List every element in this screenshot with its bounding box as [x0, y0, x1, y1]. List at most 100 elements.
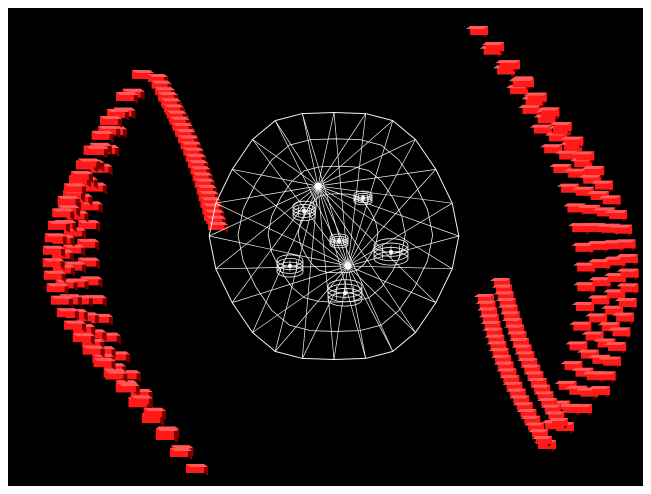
- left-detector-block: [170, 448, 192, 460]
- wireframe-spoke: [347, 113, 367, 267]
- wireframe-spoke: [215, 202, 349, 267]
- wireframe-spoke: [317, 169, 436, 187]
- left-detector-block: [50, 295, 73, 308]
- left-detector-block: [91, 130, 114, 143]
- wireframe-spoke: [317, 185, 416, 333]
- wireframe-spoke: [317, 185, 367, 359]
- right-detector-block: [569, 321, 592, 334]
- render-viewport: [8, 8, 643, 486]
- left-detector-block: [208, 222, 228, 233]
- right-detector-block: [610, 224, 633, 237]
- left-detector-block: [156, 428, 178, 440]
- right-detector-block: [532, 436, 552, 447]
- left-detector-block: [72, 333, 95, 346]
- wireframe-spoke: [333, 265, 349, 360]
- right-detector-block: [498, 60, 520, 72]
- wireframe-spoke: [252, 139, 349, 267]
- right-detector-block: [573, 282, 596, 295]
- left-detector-block: [64, 320, 87, 333]
- right-detector-block: [572, 151, 595, 164]
- left-detector-block: [56, 308, 79, 321]
- left-detector-block: [77, 238, 100, 251]
- wireframe-spoke: [347, 265, 453, 270]
- right-detector-block: [540, 144, 563, 157]
- left-detector-block: [82, 345, 105, 358]
- right-detector-block: [517, 358, 538, 369]
- left-detector-block: [70, 170, 93, 183]
- inclusion-cylinder: [292, 200, 316, 222]
- right-detector-block: [466, 26, 488, 38]
- wireframe-spoke: [347, 265, 367, 359]
- right-detector-block: [615, 254, 638, 266]
- left-detector-block: [78, 158, 101, 171]
- left-detector-block: [86, 146, 108, 158]
- wireframe-spoke: [347, 235, 459, 267]
- left-detector-array: [42, 70, 228, 476]
- wireframe-spoke: [317, 120, 394, 187]
- right-detector-block: [548, 418, 568, 429]
- left-detector-block: [52, 208, 75, 221]
- left-detector-block: [106, 108, 129, 121]
- cylinder-ring: [267, 165, 406, 303]
- right-detector-block: [482, 42, 504, 54]
- right-detector-block: [497, 304, 518, 316]
- right-detector-block: [561, 136, 584, 149]
- right-detector-block: [614, 298, 637, 310]
- right-detector-block: [549, 122, 572, 134]
- wireframe-spoke: [301, 185, 319, 359]
- right-detector-block: [599, 356, 622, 369]
- left-detector-block: [42, 245, 65, 258]
- wireframe-spoke: [231, 169, 349, 267]
- right-detector-block: [582, 166, 605, 178]
- left-detector-block: [42, 258, 65, 271]
- cylinder-ring: [237, 138, 434, 332]
- right-detector-block: [616, 268, 639, 281]
- wireframe-spoke: [232, 265, 349, 303]
- left-detector-block: [57, 195, 80, 208]
- inclusion-cylinder: [329, 233, 349, 249]
- right-detector-block: [512, 78, 534, 90]
- wireframe-spoke: [232, 169, 319, 187]
- wireframe-spoke: [347, 120, 394, 267]
- wireframe-spoke: [347, 265, 394, 352]
- wireframe-spoke: [317, 185, 453, 204]
- left-detector-block: [144, 408, 166, 420]
- left-detector-block: [130, 395, 153, 408]
- right-detector-block: [571, 302, 594, 314]
- wireframe-spoke: [317, 113, 366, 187]
- right-detector-block: [613, 239, 636, 252]
- right-detector-block: [524, 92, 547, 105]
- left-detector-block: [63, 183, 86, 196]
- left-detector-block: [77, 257, 100, 270]
- right-detector-block: [605, 210, 628, 222]
- right-detector-block: [573, 262, 596, 275]
- left-detector-block: [78, 220, 101, 233]
- inclusion-cylinder: [276, 254, 304, 278]
- wireframe-spoke: [302, 265, 349, 359]
- left-detector-block: [43, 270, 66, 283]
- left-detector-block: [100, 116, 122, 128]
- hub-point: [314, 182, 322, 190]
- right-detector-block: [598, 195, 621, 208]
- left-detector-block: [186, 464, 208, 476]
- wireframe-spoke: [209, 235, 349, 267]
- right-detector-block: [518, 104, 541, 117]
- left-detector-block: [98, 125, 121, 138]
- wireframe-spoke: [209, 185, 319, 237]
- wireframe-spoke: [317, 185, 437, 303]
- right-detector-block: [608, 327, 631, 340]
- wireframe-spoke: [274, 120, 349, 267]
- wireframe-spoke: [317, 185, 453, 270]
- right-detector-block: [612, 312, 635, 325]
- wireframe-spoke: [274, 265, 349, 352]
- wireframe-spoke: [347, 265, 416, 333]
- wireframe-spoke: [215, 185, 319, 204]
- left-detector-block: [105, 370, 128, 383]
- wireframe-spoke: [252, 139, 319, 187]
- left-detector-block: [80, 276, 103, 289]
- right-detector-block: [499, 375, 520, 387]
- right-detector-block: [537, 107, 560, 120]
- wireframe-spoke: [252, 265, 349, 333]
- wireframe-spoke: [231, 185, 319, 303]
